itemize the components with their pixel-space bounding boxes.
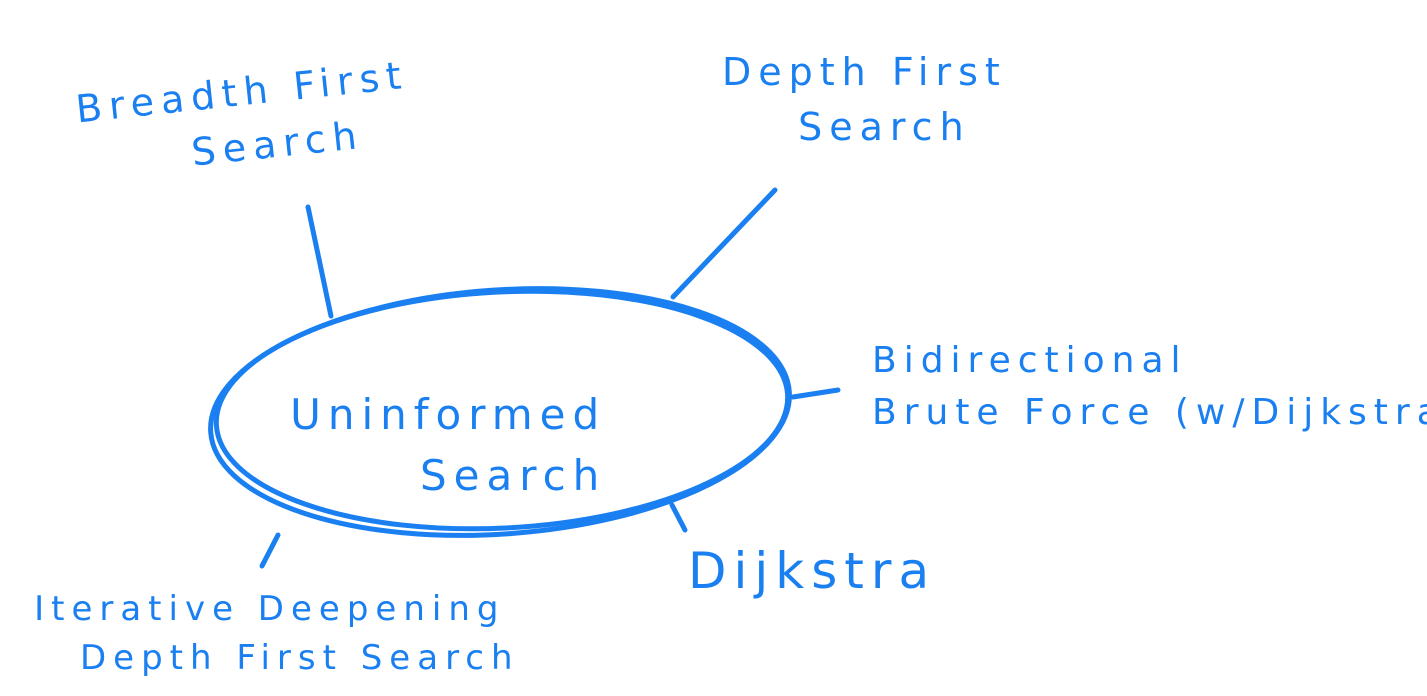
node-label-line1: Depth First: [722, 50, 1007, 94]
node-iterative-deepening-dfs: Iterative Deepening Depth First Search: [20, 585, 520, 684]
center-label-line2: Search: [420, 450, 607, 500]
node-dijkstra: Dijkstra: [688, 535, 936, 608]
node-label-line2: Brute Force (w/Dijkstra): [872, 392, 1427, 434]
node-label-line2: Depth First Search: [80, 638, 520, 679]
node-label-line1: Iterative Deepening: [34, 589, 506, 629]
node-label-line2: Search: [798, 105, 971, 150]
node-bidirectional-brute-force: Bidirectional Brute Force (w/Dijkstra): [872, 335, 1427, 439]
connector-depth-first: [670, 187, 778, 300]
node-depth-first-search: Depth First Search: [722, 45, 1007, 155]
center-label: Uninformed Search: [290, 385, 606, 507]
connector-dijkstra: [669, 502, 688, 533]
connector-bidirectional: [790, 387, 841, 400]
node-label-line1: Bidirectional: [872, 340, 1188, 381]
center-label-line1: Uninformed: [290, 390, 607, 439]
connector-breadth-first: [305, 204, 334, 319]
connector-iterative-deepening: [259, 532, 281, 569]
node-label-line1: Dijkstra: [688, 542, 937, 600]
center-ellipse-overstroke: [213, 288, 791, 532]
